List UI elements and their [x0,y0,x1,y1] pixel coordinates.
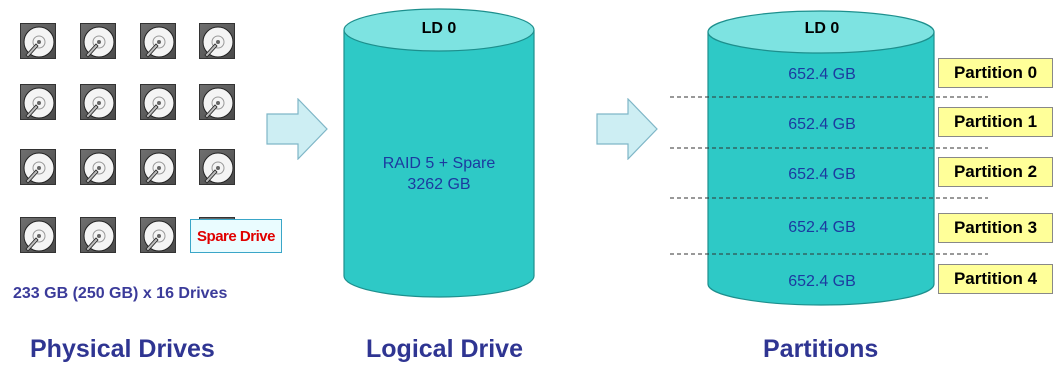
hard-drive-icon [20,217,56,253]
partition-size: 652.4 GB [788,166,856,183]
right-arrow-icon [266,98,328,160]
partition-size: 652.4 GB [788,66,856,83]
spare-drive-label: Spare Drive [190,219,282,253]
logical-drive-cylinder [343,8,535,298]
partition-size: 652.4 GB [788,219,856,236]
partition-size: 652.4 GB [788,273,856,290]
hard-drive-icon [20,149,56,185]
partitions-ld-label: LD 0 [804,20,840,37]
hard-drive-icon [140,23,176,59]
partition-label-box: Partition 0 [938,58,1053,88]
hard-drive-icon [80,84,116,120]
partition-label-box: Partition 4 [938,264,1053,294]
logical-size-text: 3262 GB [407,176,471,193]
right-arrow-icon [596,98,658,160]
partitions-cylinder [707,10,935,306]
drive-capacity-text: 233 GB (250 GB) x 16 Drives [13,285,228,302]
partition-label-box: Partition 3 [938,213,1053,243]
logical-drive-title: Logical Drive [366,335,523,363]
hard-drive-icon [140,149,176,185]
hard-drive-icon [80,217,116,253]
hard-drive-icon [20,23,56,59]
physical-drives-title: Physical Drives [30,335,215,363]
hard-drive-icon [140,84,176,120]
partition-label-box: Partition 1 [938,107,1053,137]
partition-label-box: Partition 2 [938,157,1053,187]
logical-ld-label: LD 0 [421,20,457,37]
hard-drive-icon [199,23,235,59]
hard-drive-icon [80,149,116,185]
hard-drive-icon [140,217,176,253]
raid-text: RAID 5 + Spare [382,155,496,172]
partition-size: 652.4 GB [788,116,856,133]
hard-drive-icon [80,23,116,59]
hard-drive-icon [199,149,235,185]
hard-drive-icon [20,84,56,120]
partitions-title: Partitions [763,335,879,363]
hard-drive-icon [199,84,235,120]
